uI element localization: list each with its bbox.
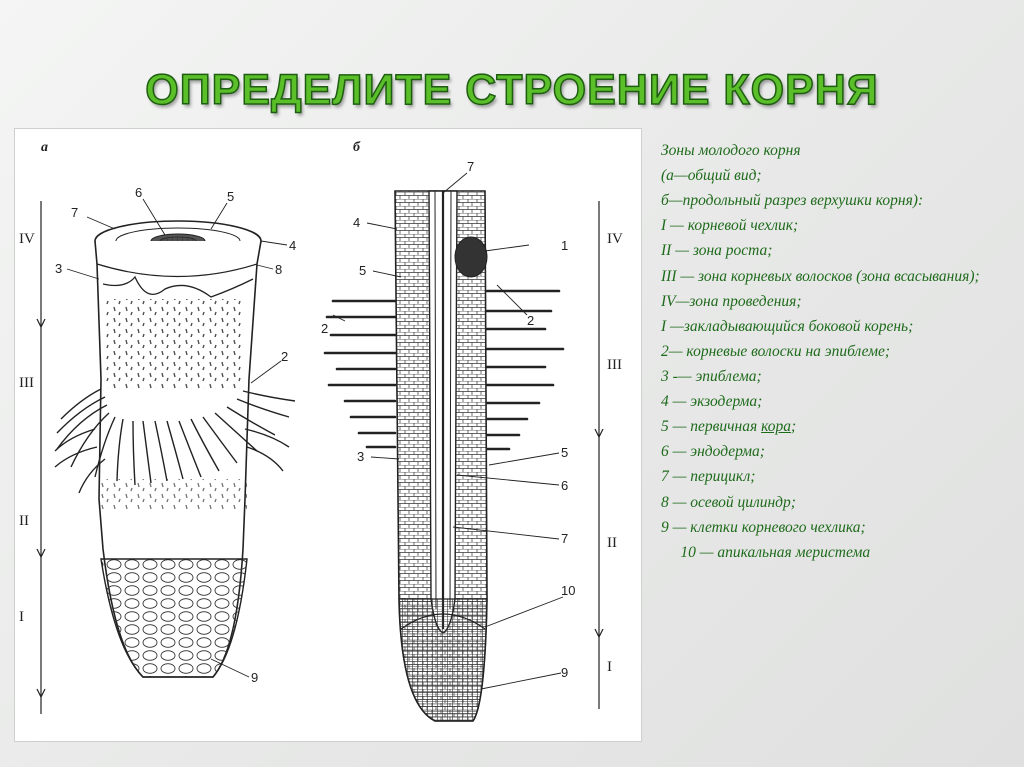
legend-item: II — зона роста;	[661, 242, 773, 260]
legend-item: 3 -— эпиблема;	[661, 367, 762, 385]
callout-b-6: 6	[561, 478, 568, 493]
callout-b-1: 1	[561, 238, 568, 253]
legend-heading: Зоны молодого корня	[661, 142, 801, 159]
legend-item: 2— корневые волоски на эпиблеме;	[661, 342, 891, 360]
callout-b-5-top: 5	[359, 263, 366, 278]
callout-b-7-top: 7	[467, 159, 474, 174]
zone-a-ii: II	[19, 513, 29, 529]
legend-item-cortex-tail: ;	[790, 418, 797, 436]
panel-b-label: б	[353, 140, 361, 155]
zone-a-iii: III	[19, 375, 34, 391]
callouts-b	[332, 172, 564, 690]
legend-item: IV—зона проведения;	[661, 292, 802, 310]
callout-a-2: 2	[281, 349, 288, 364]
callout-b-4: 4	[353, 215, 360, 230]
callout-b-9: 9	[561, 665, 568, 680]
callout-a-3: 3	[55, 261, 62, 276]
callout-a-7: 7	[71, 205, 78, 220]
legend-item: 10 — апикальная меристема	[661, 543, 871, 561]
zone-axis-b	[594, 201, 604, 709]
legend-item: I —закладывающийся боковой корень;	[661, 317, 914, 335]
legend-item-cortex: 5 — первичная кора;	[661, 414, 1016, 439]
legend-item: (а—общий вид;	[661, 167, 762, 185]
callout-a-8: 8	[275, 262, 282, 277]
callout-a-9: 9	[251, 670, 258, 685]
callouts-a	[66, 198, 288, 678]
legend-item-cortex-prefix: 5 — первичная	[661, 418, 762, 436]
zone-b-ii: II	[607, 535, 617, 551]
legend-item: 4 — экзодерма;	[661, 393, 763, 411]
legend-item: I — корневой чехлик;	[661, 217, 799, 235]
callout-b-2-left: 2	[321, 321, 328, 336]
callout-a-6: 6	[135, 185, 142, 200]
root-longitudinal-section	[323, 190, 565, 722]
callout-b-2-right: 2	[527, 313, 534, 328]
root-general-view	[54, 220, 296, 678]
legend: Зоны молодого корня (а—общий вид; б—прод…	[661, 138, 1016, 565]
callout-b-3: 3	[357, 449, 364, 464]
legend-item: 8 — осевой цилиндр;	[661, 493, 796, 511]
callout-a-5: 5	[227, 189, 234, 204]
callout-b-5-bottom: 5	[561, 445, 568, 460]
zone-axis-a	[36, 201, 46, 714]
slide-title: ОПРЕДЕЛИТЕ СТРОЕНИЕ КОРНЯ	[145, 65, 879, 115]
legend-item: 7 — перицикл;	[661, 468, 756, 486]
callout-a-4: 4	[289, 238, 296, 253]
panel-a-label: а	[41, 140, 48, 155]
legend-item: 6 — эндодерма;	[661, 443, 765, 461]
legend-item: III — зона корневых волосков (зона всасы…	[661, 267, 980, 285]
cortex-underlined-word: кора	[761, 418, 791, 436]
callout-b-7-bottom: 7	[561, 531, 568, 546]
zone-b-i: I	[607, 659, 612, 675]
legend-item: б—продольный разрез верхушки корня):	[661, 192, 924, 210]
root-diagram: а IV III II I	[19, 140, 623, 722]
callout-b-10: 10	[561, 583, 575, 598]
root-structure-figure: а IV III II I	[14, 128, 642, 742]
zone-a-i: I	[19, 609, 24, 625]
zone-a-iv: IV	[19, 231, 35, 247]
zone-b-iii: III	[607, 357, 622, 373]
legend-item: 9 — клетки корневого чехлика;	[661, 518, 866, 536]
zone-b-iv: IV	[607, 231, 623, 247]
